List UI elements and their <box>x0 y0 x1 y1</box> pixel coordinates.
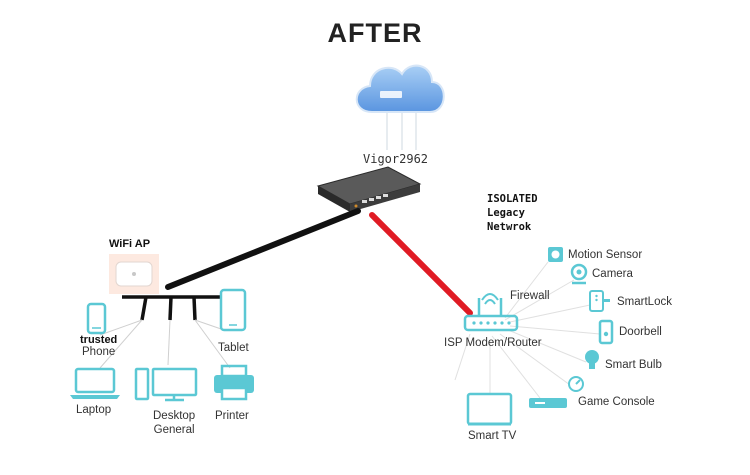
firewall-label: Firewall <box>510 290 550 302</box>
access-point-icon <box>109 254 159 294</box>
smartlock-label: SmartLock <box>617 296 672 308</box>
router-label: Vigor2962 <box>363 152 429 166</box>
game-console-icon <box>529 376 584 408</box>
desktop-label-line-2: General <box>153 424 195 436</box>
desktop-icon <box>134 367 198 402</box>
phone-label-trusted: trusted <box>80 334 118 346</box>
wifi-ap-label: WiFi AP <box>109 238 151 250</box>
camera-icon <box>570 263 588 285</box>
isolated-line-2: Legacy <box>487 207 525 219</box>
motion-sensor-icon <box>548 247 563 262</box>
smartlock-icon <box>589 290 610 312</box>
printer-label: Printer <box>215 410 249 422</box>
tablet-icon <box>219 288 247 332</box>
phone-label-name: Phone <box>82 346 116 358</box>
phone-icon <box>86 302 107 335</box>
router-icon <box>316 166 422 212</box>
isolated-link <box>369 212 473 316</box>
bulb-icon <box>585 350 599 369</box>
laptop-icon <box>70 367 120 399</box>
laptop-label: Laptop <box>76 404 112 416</box>
game-console-label: Game Console <box>578 396 655 408</box>
desktop-label: Desktop General <box>153 409 195 437</box>
doorbell-label: Doorbell <box>619 326 662 338</box>
trusted-link <box>165 208 361 290</box>
camera-label: Camera <box>592 268 633 280</box>
smart-bulb-label: Smart Bulb <box>605 359 662 371</box>
diagram-title: AFTER <box>327 18 423 48</box>
desktop-label-line-1: Desktop <box>153 410 196 422</box>
cloud-icon <box>355 64 445 150</box>
legacy-wires <box>454 261 601 399</box>
phone-label: trusted Phone <box>80 334 117 358</box>
modem-label: ISP Modem/Router <box>444 337 542 349</box>
isolated-line-3: Netwrok <box>487 221 532 233</box>
modem-icon <box>463 293 519 332</box>
printer-icon <box>214 364 254 401</box>
smart-tv-label: Smart TV <box>468 430 517 442</box>
lan-bus <box>99 295 231 369</box>
doorbell-icon <box>598 319 614 345</box>
tv-icon <box>466 392 513 426</box>
tablet-label: Tablet <box>218 342 249 354</box>
motion-sensor-label: Motion Sensor <box>568 249 643 261</box>
isolated-line-1: ISOLATED <box>487 193 538 205</box>
isolated-network-label: ISOLATED Legacy Netwrok <box>487 192 538 234</box>
